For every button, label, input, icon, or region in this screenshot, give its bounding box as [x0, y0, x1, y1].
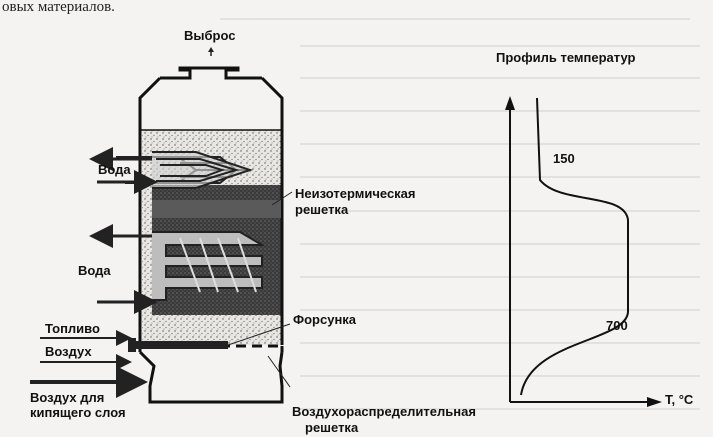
water-label-top: Вода — [98, 162, 131, 177]
lower-bed — [142, 315, 281, 345]
temperature-profile: Профиль температур 150 700 T, °C — [496, 50, 694, 407]
fuel-air-arrows — [30, 330, 148, 398]
temp-axis-label: T, °C — [665, 392, 694, 407]
fluid-air-label-2: кипящего слоя — [30, 405, 126, 420]
temp-label-150: 150 — [553, 151, 575, 166]
fuel-nozzle — [128, 338, 228, 352]
plenum — [138, 350, 284, 404]
page-fragment-text: овых материалов. — [2, 0, 115, 15]
air-label: Воздух — [45, 344, 92, 359]
nonisothermal-label-1: Неизотермическая — [295, 186, 416, 201]
exhaust-label: Выброс — [184, 28, 235, 43]
fuel-label: Топливо — [45, 321, 100, 336]
water-arrows-top — [89, 147, 158, 194]
temp-label-700: 700 — [606, 318, 628, 333]
fluid-air-label-1: Воздух для — [30, 390, 104, 405]
water-label-mid: Вода — [78, 263, 111, 278]
nonisothermal-grid — [152, 200, 281, 218]
distributor-label-2: решетка — [305, 420, 359, 435]
water-arrows-mid — [89, 224, 158, 314]
temp-profile-title: Профиль температур — [496, 50, 635, 65]
nozzle-label: Форсунка — [293, 312, 357, 327]
distributor-label-1: Воздухораспределительная — [292, 404, 476, 419]
temp-curve — [520, 97, 629, 396]
nonisothermal-label-2: решетка — [295, 202, 349, 217]
